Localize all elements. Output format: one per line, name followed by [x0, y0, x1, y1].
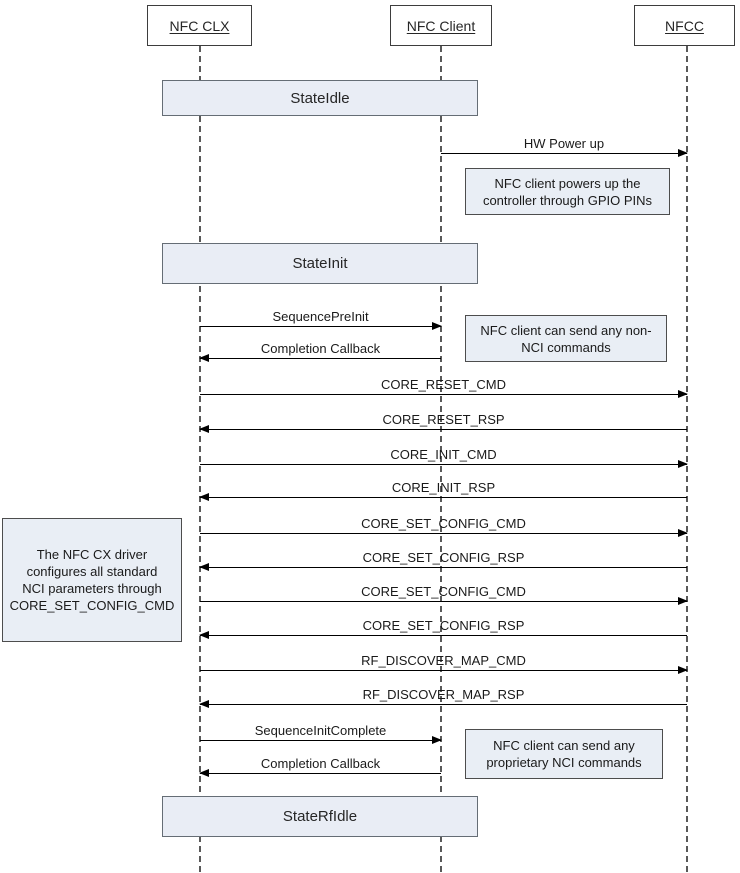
- arrowhead-right-icon: [678, 596, 688, 605]
- actor-nfc-clx: NFC CLX: [147, 5, 252, 46]
- arrowhead-right-icon: [678, 665, 688, 674]
- lifeline-nfc-client: [440, 46, 442, 873]
- arrowhead-left-icon: [199, 562, 209, 571]
- arrowhead-right-icon: [678, 389, 688, 398]
- arrow-line: [199, 492, 687, 501]
- message-label: Completion Callback: [260, 341, 381, 356]
- arrow-line: [200, 528, 688, 537]
- lifeline-nfcc: [686, 46, 688, 873]
- message-core-init-cmd: CORE_INIT_CMD: [200, 447, 688, 468]
- note-text: NFC client can send any proprietary NCI …: [486, 738, 642, 770]
- arrow-line: [200, 389, 688, 398]
- arrow-line: [199, 562, 687, 571]
- arrow-line: [199, 424, 687, 433]
- message-label: RF_DISCOVER_MAP_CMD: [361, 653, 526, 668]
- state-label: StateRfIdle: [282, 808, 358, 825]
- message-sequence-preinit: SequencePreInit: [200, 309, 442, 330]
- arrow-line: [200, 735, 442, 744]
- arrowhead-left-icon: [199, 699, 209, 708]
- message-label: SequenceInitComplete: [254, 723, 387, 738]
- message-label: CORE_INIT_RSP: [391, 480, 496, 495]
- arrow-line: [441, 148, 688, 157]
- arrowhead-right-icon: [678, 528, 688, 537]
- message-rf-discover-map-rsp: RF_DISCOVER_MAP_RSP: [199, 687, 687, 708]
- message-hw-power-up: HW Power up: [441, 136, 688, 157]
- arrowhead-right-icon: [678, 148, 688, 157]
- actor-nfc-client: NFC Client: [390, 5, 492, 46]
- message-label: SequencePreInit: [272, 309, 369, 324]
- arrowhead-left-icon: [199, 492, 209, 501]
- message-core-set-config-cmd-2: CORE_SET_CONFIG_CMD: [200, 584, 688, 605]
- note-proprietary-nci-commands: NFC client can send any proprietary NCI …: [465, 729, 663, 779]
- message-label: CORE_SET_CONFIG_CMD: [361, 584, 526, 599]
- state-rfidle-bar: StateRfIdle: [162, 796, 478, 837]
- message-label: CORE_RESET_RSP: [382, 412, 505, 427]
- note-text: NFC client can send any non- NCI command…: [480, 322, 652, 355]
- arrow-line: [199, 353, 441, 362]
- actor-nfcc: NFCC: [634, 5, 735, 46]
- message-core-set-config-rsp-2: CORE_SET_CONFIG_RSP: [199, 618, 687, 639]
- arrowhead-right-icon: [432, 321, 442, 330]
- note-text: NFC client powers up the controller thro…: [482, 175, 653, 208]
- actor-label: NFC CLX: [169, 17, 230, 34]
- message-sequence-init-complete: SequenceInitComplete: [200, 723, 442, 744]
- actor-label: NFCC: [665, 17, 704, 34]
- message-completion-callback-2: Completion Callback: [199, 756, 441, 777]
- message-core-init-rsp: CORE_INIT_RSP: [199, 480, 687, 501]
- note-non-nci-commands: NFC client can send any non- NCI command…: [465, 315, 667, 362]
- arrowhead-left-icon: [199, 768, 209, 777]
- message-core-reset-cmd: CORE_RESET_CMD: [200, 377, 688, 398]
- arrowhead-right-icon: [678, 459, 688, 468]
- message-label: Completion Callback: [260, 756, 381, 771]
- state-label: StateIdle: [290, 89, 350, 107]
- arrowhead-left-icon: [199, 353, 209, 362]
- lifeline-nfc-clx: [199, 46, 201, 873]
- message-label: CORE_INIT_CMD: [390, 447, 497, 462]
- arrowhead-right-icon: [432, 735, 442, 744]
- arrow-line: [200, 596, 688, 605]
- arrowhead-left-icon: [199, 630, 209, 639]
- message-core-set-config-cmd-1: CORE_SET_CONFIG_CMD: [200, 516, 688, 537]
- message-label: CORE_RESET_CMD: [381, 377, 506, 392]
- arrow-line: [199, 768, 441, 777]
- state-init-bar: StateInit: [162, 243, 478, 284]
- arrow-line: [200, 665, 688, 674]
- message-core-reset-rsp: CORE_RESET_RSP: [199, 412, 687, 433]
- state-idle-bar: StateIdle: [162, 80, 478, 116]
- arrow-line: [200, 459, 688, 468]
- message-label: RF_DISCOVER_MAP_RSP: [362, 687, 525, 702]
- arrow-line: [199, 630, 687, 639]
- state-label: StateInit: [292, 255, 348, 272]
- message-core-set-config-rsp-1: CORE_SET_CONFIG_RSP: [199, 550, 687, 571]
- note-nci-parameters: The NFC CX driver configures all standar…: [2, 518, 182, 642]
- arrowhead-left-icon: [199, 424, 209, 433]
- note-text: The NFC CX driver configures all standar…: [9, 547, 175, 613]
- message-label: CORE_SET_CONFIG_RSP: [362, 618, 525, 633]
- message-rf-discover-map-cmd: RF_DISCOVER_MAP_CMD: [200, 653, 688, 674]
- message-label: CORE_SET_CONFIG_CMD: [361, 516, 526, 531]
- message-label: CORE_SET_CONFIG_RSP: [362, 550, 525, 565]
- arrow-line: [199, 699, 687, 708]
- arrow-line: [200, 321, 442, 330]
- note-gpio-power-up: NFC client powers up the controller thro…: [465, 168, 670, 215]
- message-completion-callback-1: Completion Callback: [199, 341, 441, 362]
- message-label: HW Power up: [523, 136, 605, 151]
- actor-label: NFC Client: [406, 17, 476, 34]
